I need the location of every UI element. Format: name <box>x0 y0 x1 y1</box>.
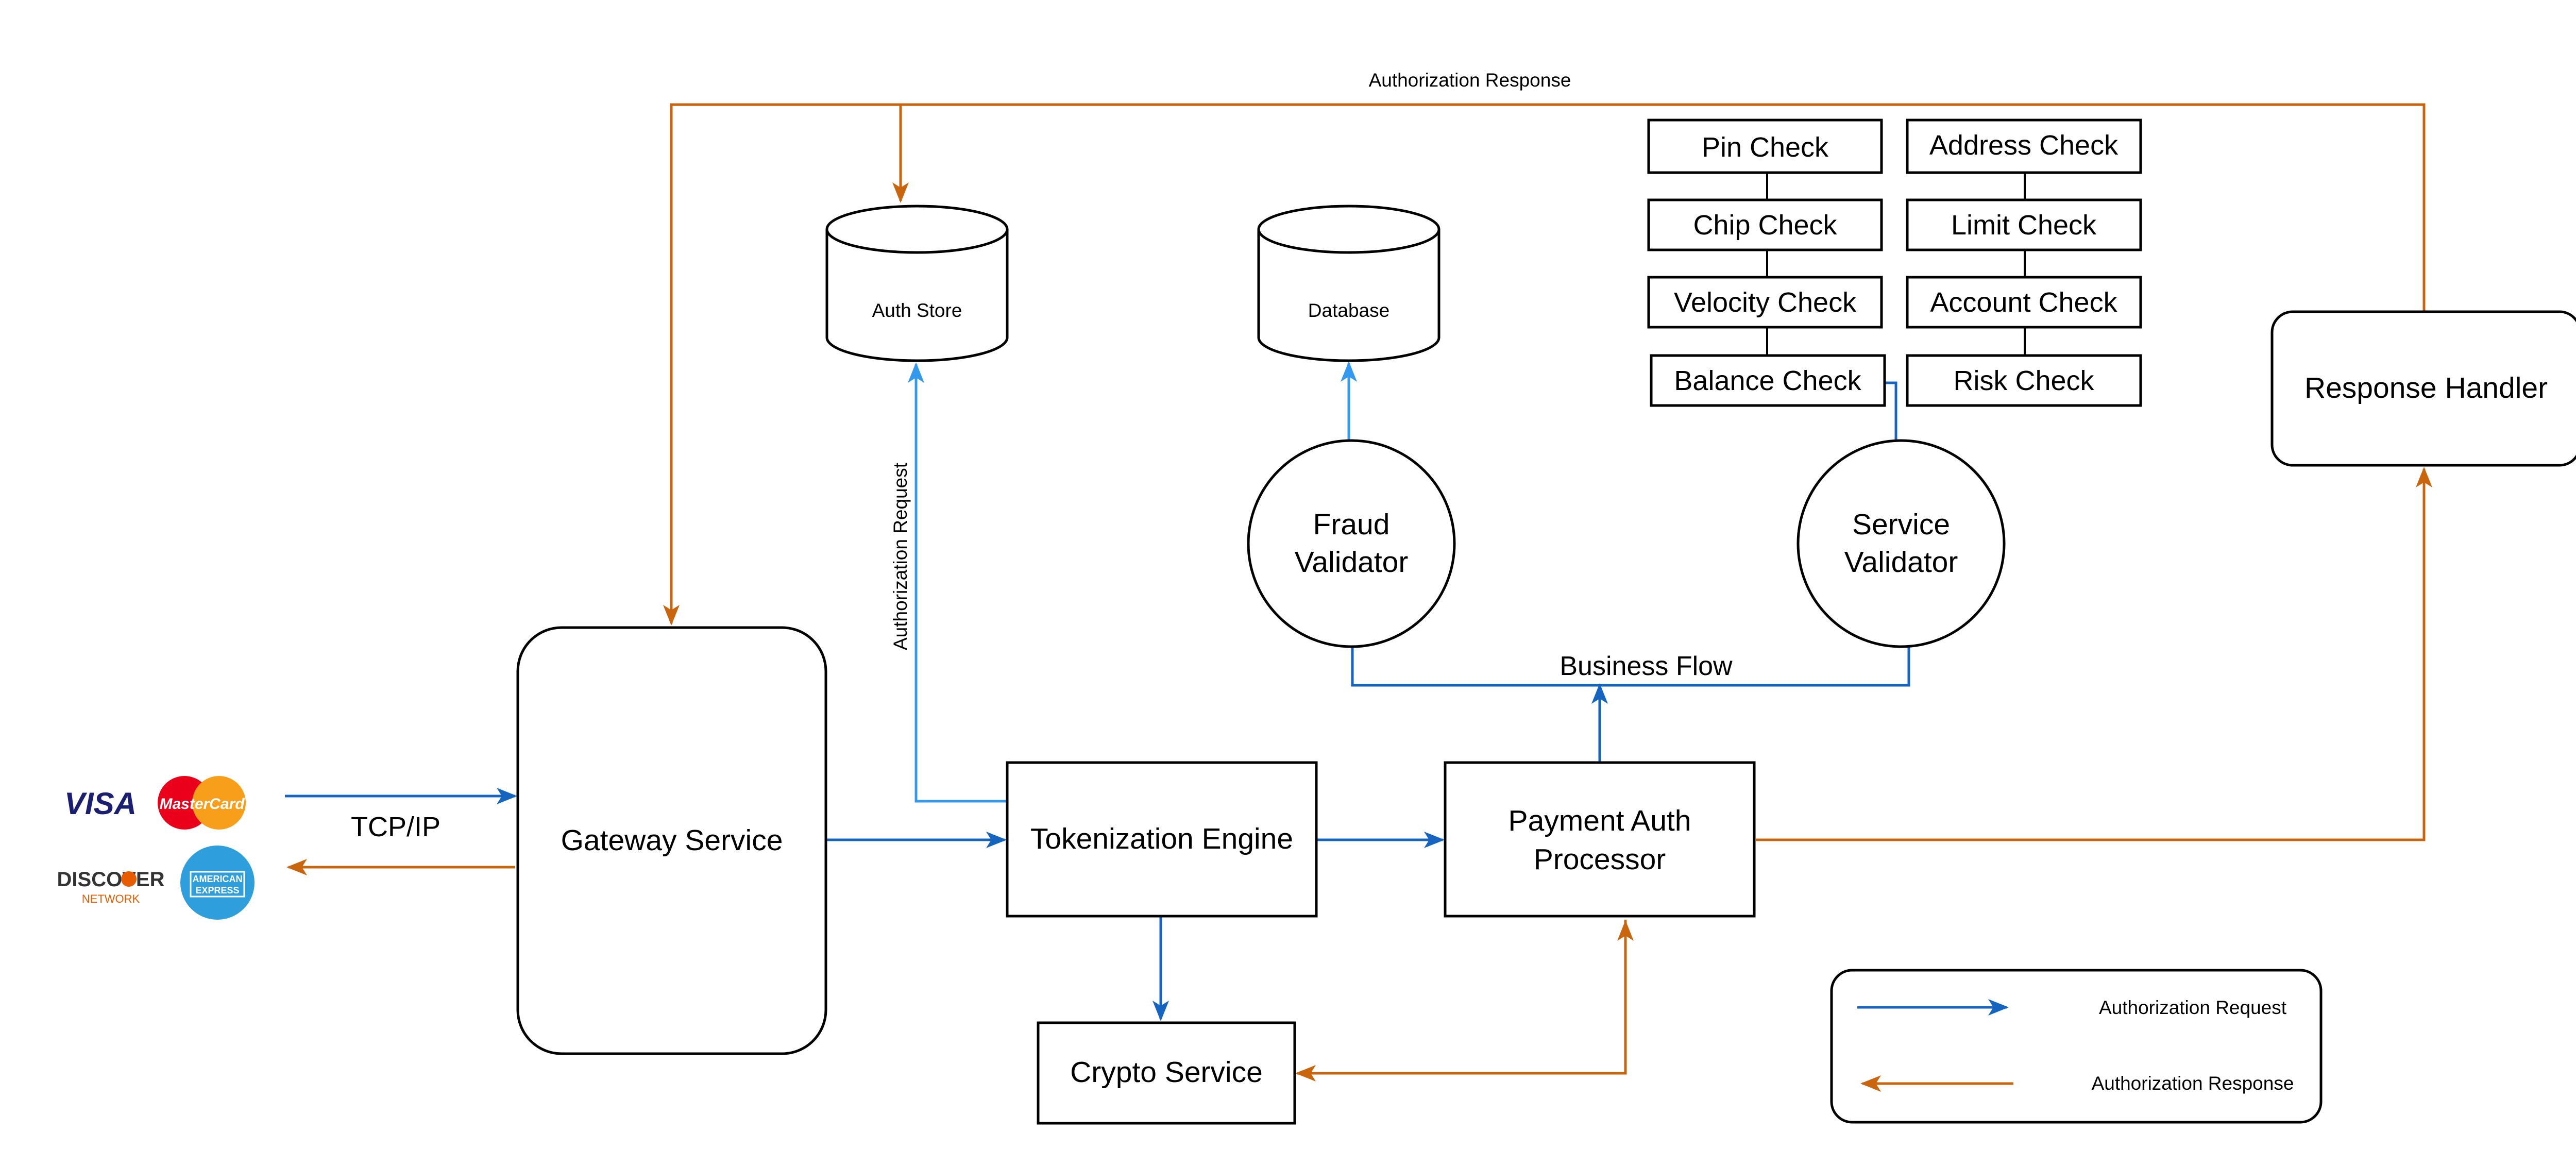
check-label: Address Check <box>1929 130 2119 161</box>
check-box-balance[interactable]: Balance Check <box>1650 354 1886 407</box>
check-label: Pin Check <box>1702 132 1829 163</box>
svg-text:VISA: VISA <box>64 786 137 821</box>
fraud-validator-label-line2: Validator <box>1295 546 1409 579</box>
service-validator-node[interactable]: Service Validator <box>1797 439 2006 648</box>
payment-auth-processor-node[interactable]: Payment Auth Processor <box>1444 761 1756 918</box>
database-node[interactable]: Database <box>1257 205 1440 362</box>
response-handler-node[interactable]: Response Handler <box>2270 310 2576 467</box>
check-label: Velocity Check <box>1674 287 1857 318</box>
edge-label-tcp-ip: TCP/IP <box>351 812 440 842</box>
check-box-chip[interactable]: Chip Check <box>1647 198 1883 251</box>
discover-logo: DISCOVER NETWORK <box>57 868 165 905</box>
crypto-service-label: Crypto Service <box>1070 1056 1263 1089</box>
edge-response-loop <box>663 103 2426 626</box>
legend: Authorization Request Authorization Resp… <box>1830 969 2323 1124</box>
edge-tokenization-to-auth-store <box>908 362 1006 803</box>
edge-label-authorization-request: Authorization Request <box>890 462 911 650</box>
payment-auth-label-line2: Processor <box>1534 843 1666 876</box>
edge-service-to-checks <box>1885 381 1897 440</box>
svg-text:EXPRESS: EXPRESS <box>195 885 239 895</box>
svg-text:DISCOVER: DISCOVER <box>57 868 165 891</box>
check-label: Account Check <box>1930 287 2117 318</box>
visa-logo: VISA <box>64 786 137 821</box>
auth-store-node[interactable]: Auth Store <box>825 205 1009 362</box>
svg-text:NETWORK: NETWORK <box>82 892 140 905</box>
response-handler-label: Response Handler <box>2304 371 2548 404</box>
amex-logo: AMERICAN EXPRESS <box>180 846 255 920</box>
check-connectors <box>1766 173 2026 356</box>
check-box-pin[interactable]: Pin Check <box>1647 119 1883 174</box>
svg-text:AMERICAN: AMERICAN <box>193 874 243 884</box>
edge-business-flow-bracket <box>1351 643 1910 687</box>
edge-label-authorization-response: Authorization Response <box>1369 70 1571 91</box>
service-validator-label-line1: Service <box>1852 508 1950 541</box>
check-label: Balance Check <box>1674 365 1861 396</box>
service-validator-label-line2: Validator <box>1844 546 1958 579</box>
check-box-limit[interactable]: Limit Check <box>1906 198 2142 251</box>
check-box-address[interactable]: Address Check <box>1906 119 2142 174</box>
check-box-account[interactable]: Account Check <box>1906 276 2142 329</box>
edge-payment-to-response-handler <box>1756 467 2432 841</box>
gateway-service-label: Gateway Service <box>561 824 783 857</box>
legend-request-label: Authorization Request <box>2099 997 2287 1018</box>
database-label: Database <box>1308 300 1389 321</box>
check-label: Limit Check <box>1951 210 2097 241</box>
auth-store-label: Auth Store <box>872 300 962 321</box>
edge-crypto-payment-response <box>1295 920 1627 1082</box>
check-box-risk[interactable]: Risk Check <box>1906 354 2142 407</box>
check-label: Risk Check <box>1953 365 2094 396</box>
fraud-validator-node[interactable]: Fraud Validator <box>1247 439 1456 648</box>
tokenization-engine-node[interactable]: Tokenization Engine <box>1006 761 1318 918</box>
edge-label-business-flow: Business Flow <box>1560 651 1733 681</box>
tokenization-engine-label: Tokenization Engine <box>1030 822 1293 855</box>
payment-auth-label-line1: Payment Auth <box>1509 804 1691 837</box>
fraud-validator-label-line1: Fraud <box>1313 508 1390 541</box>
crypto-service-node[interactable]: Crypto Service <box>1037 1021 1296 1125</box>
check-box-velocity[interactable]: Velocity Check <box>1647 276 1883 329</box>
svg-text:MasterCard: MasterCard <box>159 796 245 813</box>
gateway-service-node[interactable]: Gateway Service <box>516 626 827 1055</box>
check-label: Chip Check <box>1693 210 1837 241</box>
mastercard-logo: MasterCard <box>158 776 246 830</box>
legend-response-label: Authorization Response <box>2092 1073 2294 1094</box>
